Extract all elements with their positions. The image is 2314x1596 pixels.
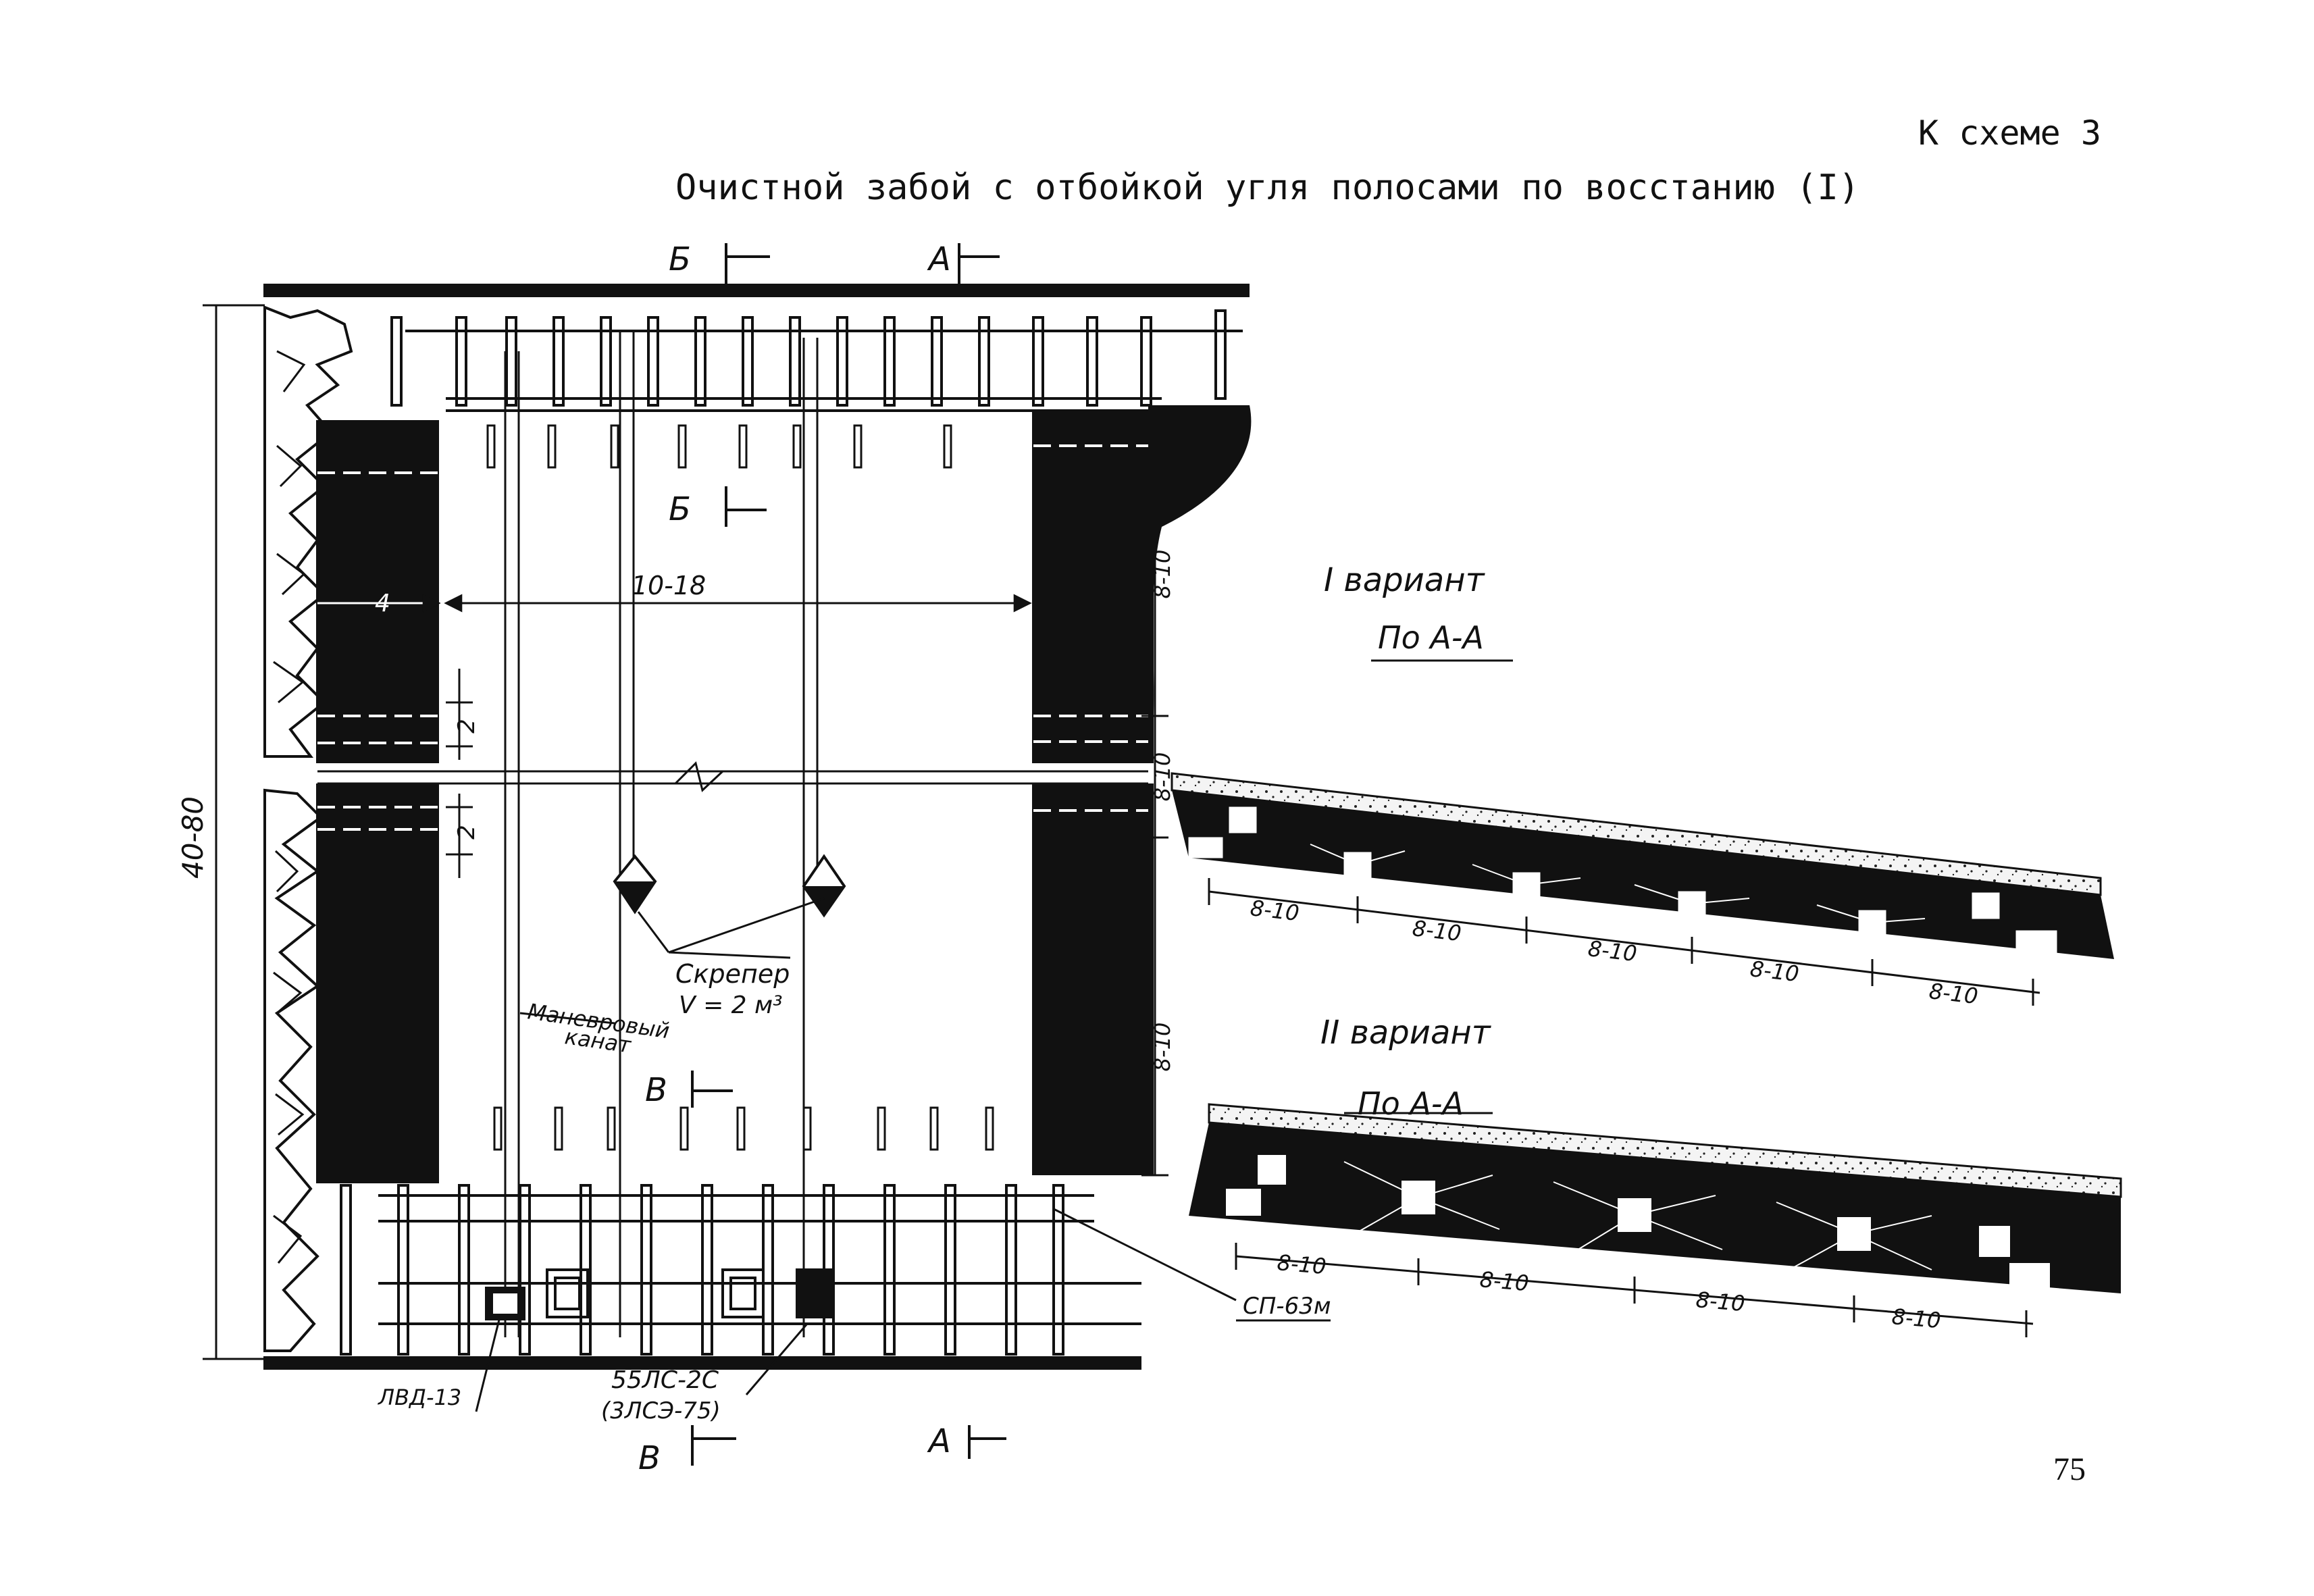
dim-strip-width-label: 10-18 xyxy=(632,571,706,600)
dim-total-height xyxy=(203,304,265,1360)
variant1-section: I вариант По А-А xyxy=(1171,561,2114,1009)
section-marks xyxy=(691,243,1006,1466)
variant2-coal-seam xyxy=(1189,1123,2121,1293)
dim-pillar-width-label: 4 xyxy=(375,590,390,617)
dim-right-lower-label: 8-10 xyxy=(1150,1023,1175,1072)
variant1-dim-2: 8-10 xyxy=(1411,915,1462,946)
section-mark-b-mid: Б xyxy=(669,490,691,528)
coal-outcrop-right xyxy=(1148,405,1252,716)
dim-right-side xyxy=(1141,540,1168,1177)
dim-total-height-label: 40-80 xyxy=(176,796,209,879)
variant1-dim-3: 8-10 xyxy=(1587,935,1638,967)
variant2-dim-4: 8-10 xyxy=(1891,1304,1942,1333)
variant2-dim-line xyxy=(1235,1243,2034,1337)
section-mark-b-top: Б xyxy=(669,240,691,278)
break-zigzag xyxy=(674,761,724,792)
rock-edge-left-lower xyxy=(263,788,324,1352)
section-mark-a-top: А xyxy=(927,240,951,278)
dim-gap-lower-label: 2 xyxy=(453,825,480,840)
variant2-charges xyxy=(1226,1155,2050,1290)
variant1-dim-4: 8-10 xyxy=(1749,956,1800,987)
left-pillar-upper xyxy=(316,420,439,763)
lower-drift xyxy=(340,1184,1141,1356)
scraper-ropes xyxy=(504,331,819,1337)
rock-edge-left xyxy=(263,305,353,758)
floor-stratum xyxy=(263,1356,1141,1370)
variant1-subtitle: По А-А xyxy=(1378,619,1484,656)
bolt-markers-upper xyxy=(486,424,952,469)
scraper-leaders xyxy=(519,897,825,1025)
right-pillar-upper xyxy=(1032,412,1154,763)
variant1-dim-5: 8-10 xyxy=(1928,978,1979,1009)
loader-units xyxy=(546,1268,832,1318)
section-mark-a-bottom: А xyxy=(927,1422,951,1460)
variant2-dim-2: 8-10 xyxy=(1479,1266,1530,1296)
section-mark-v-bottom: В xyxy=(638,1439,661,1477)
roof-stratum xyxy=(263,284,1250,297)
variant2-dim-1: 8-10 xyxy=(1276,1250,1327,1279)
loader-label-line2: (3ЛСЭ-75) xyxy=(601,1397,721,1424)
variant1-dim-1: 8-10 xyxy=(1249,895,1300,926)
page-number: 75 xyxy=(2053,1451,2086,1487)
support-label: СП-63м xyxy=(1243,1293,1331,1320)
scraper-volume-label: V = 2 м³ xyxy=(679,992,783,1019)
winch-label: ЛВД-13 xyxy=(378,1385,461,1410)
variant1-dim-line xyxy=(1208,878,2040,1006)
plan-view: 40-80 4 10-18 2 2 xyxy=(176,240,1331,1477)
scraper-label: Скрепер xyxy=(675,959,790,989)
loader-label-line1: 55ЛС-2С xyxy=(611,1366,719,1394)
right-pillar-lower xyxy=(1032,783,1154,1175)
section-mark-v-mid: В xyxy=(645,1071,667,1109)
rock-texture xyxy=(273,350,306,1264)
variant2-blast-rays xyxy=(1343,1161,1932,1274)
loader-leader xyxy=(745,1323,808,1395)
left-pillar-lower xyxy=(316,783,439,1183)
scraper-left xyxy=(613,854,657,915)
variant2-dim-3: 8-10 xyxy=(1695,1287,1746,1316)
dim-gap-upper-label: 2 xyxy=(453,719,480,733)
variant1-blast-rays xyxy=(1310,844,1926,923)
variant2-subtitle: По А-А xyxy=(1358,1085,1464,1122)
variant1-charges xyxy=(1188,806,2057,954)
dim-gap-marks xyxy=(446,669,473,878)
winch-leader xyxy=(475,1316,501,1412)
variant2-section: II вариант По А-А xyxy=(1189,1014,2122,1337)
variant1-title: I вариант xyxy=(1324,561,1486,599)
dim-right-upper-label: 8-10 xyxy=(1150,550,1175,599)
winch-ldv-13 xyxy=(485,1287,525,1320)
scraper-right xyxy=(802,854,846,918)
scheme-reference: К схеме 3 xyxy=(1918,113,2101,153)
page-title: Очистной забой с отбойкой угля полосами … xyxy=(675,168,1860,208)
support-leader xyxy=(1053,1208,1237,1302)
bolt-markers-lower xyxy=(493,1106,994,1151)
pillar-stripes xyxy=(317,444,1148,831)
variant2-title: II вариант xyxy=(1320,1014,1492,1052)
